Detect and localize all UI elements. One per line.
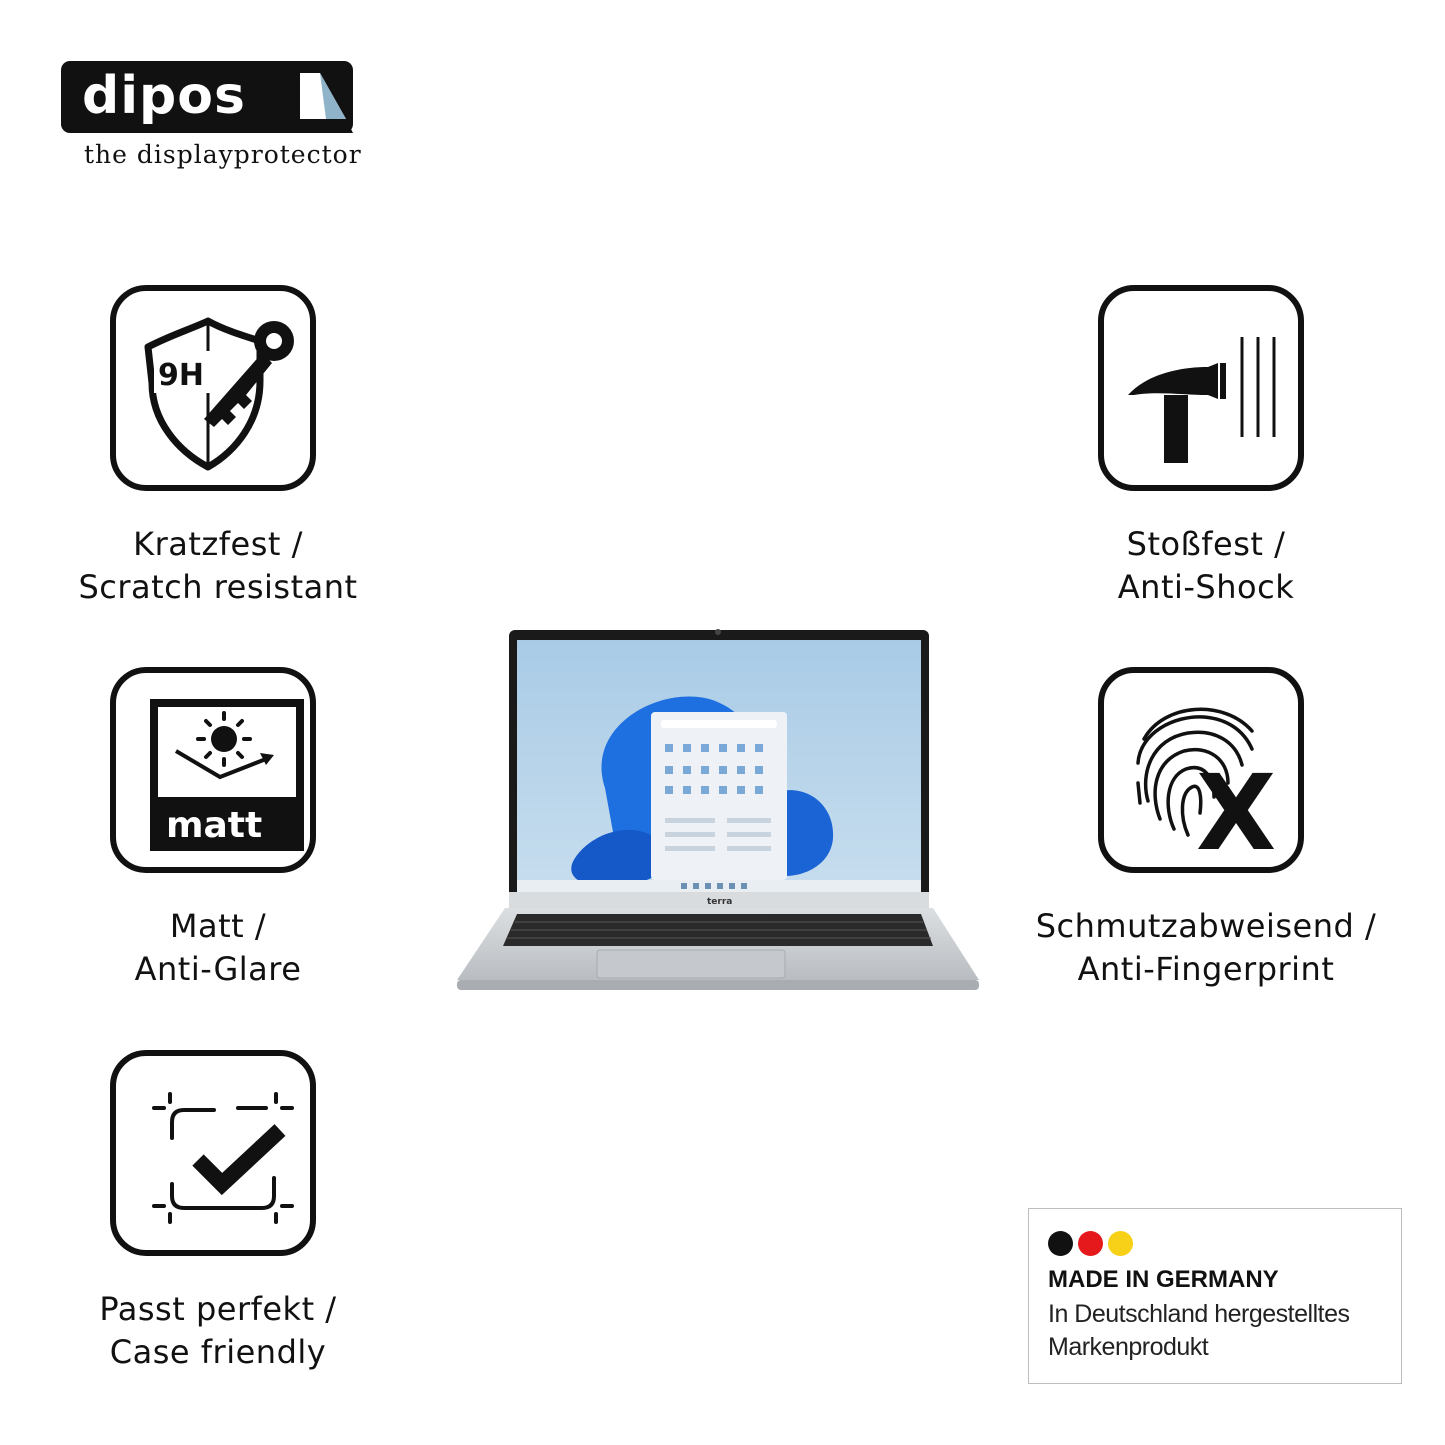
- brand-tagline: the displayprotector: [84, 140, 362, 169]
- feature-label-line-de: Kratzfest /: [133, 525, 303, 563]
- scratch-resistant-icon-box: 9H: [110, 285, 316, 491]
- flag-dot-gold: [1108, 1231, 1133, 1256]
- feature-label-anti-fingerprint: Schmutzabweisend / Anti-Fingerprint: [986, 905, 1426, 991]
- hammer-icon: [1128, 337, 1276, 463]
- made-in-germany-line1: In Deutschland hergestelltes: [1048, 1300, 1350, 1328]
- laptop-image: terra: [457, 629, 979, 990]
- matt-sun-icon: matt: [150, 699, 304, 851]
- made-in-germany-line2: Markenprodukt: [1048, 1333, 1209, 1361]
- feature-label-line-en: Anti-Glare: [134, 950, 302, 988]
- svg-text:X: X: [1196, 752, 1276, 867]
- case-friendly-check-icon: [152, 1092, 294, 1224]
- flag-dot-red: [1078, 1231, 1103, 1256]
- feature-label-line-en: Anti-Shock: [1117, 568, 1295, 606]
- brand-name: dipos: [82, 66, 246, 126]
- fingerprint-x-icon: X: [1136, 707, 1276, 867]
- anti-shock-icon-box: [1098, 285, 1304, 491]
- feature-label-line-de: Schmutzabweisend /: [1035, 907, 1377, 945]
- feature-label-anti-shock: Stoßfest / Anti-Shock: [986, 523, 1426, 609]
- logo-fold-icon: [300, 73, 353, 133]
- feature-label-scratch: Kratzfest / Scratch resistant: [0, 523, 438, 609]
- feature-label-line-en: Case friendly: [109, 1333, 327, 1371]
- anti-glare-icon-box: matt: [110, 667, 316, 873]
- feature-label-line-de: Matt /: [169, 907, 267, 945]
- feature-label-line-en: Scratch resistant: [78, 568, 358, 606]
- scratch-9h-key-icon: 9H: [144, 317, 294, 471]
- feature-label-line-en: Anti-Fingerprint: [1077, 950, 1335, 988]
- svg-text:matt: matt: [166, 805, 262, 846]
- svg-text:9H: 9H: [158, 358, 204, 393]
- feature-label-line-de: Passt perfekt /: [99, 1290, 337, 1328]
- feature-label-case-friendly: Passt perfekt / Case friendly: [0, 1288, 438, 1374]
- case-friendly-icon-box: [110, 1050, 316, 1256]
- flag-dot-black: [1048, 1231, 1073, 1256]
- anti-fingerprint-icon-box: X: [1098, 667, 1304, 873]
- feature-label-anti-glare: Matt / Anti-Glare: [0, 905, 438, 991]
- svg-text:terra: terra: [707, 897, 732, 907]
- made-in-germany-title: MADE IN GERMANY: [1048, 1266, 1279, 1293]
- feature-label-line-de: Stoßfest /: [1126, 525, 1286, 563]
